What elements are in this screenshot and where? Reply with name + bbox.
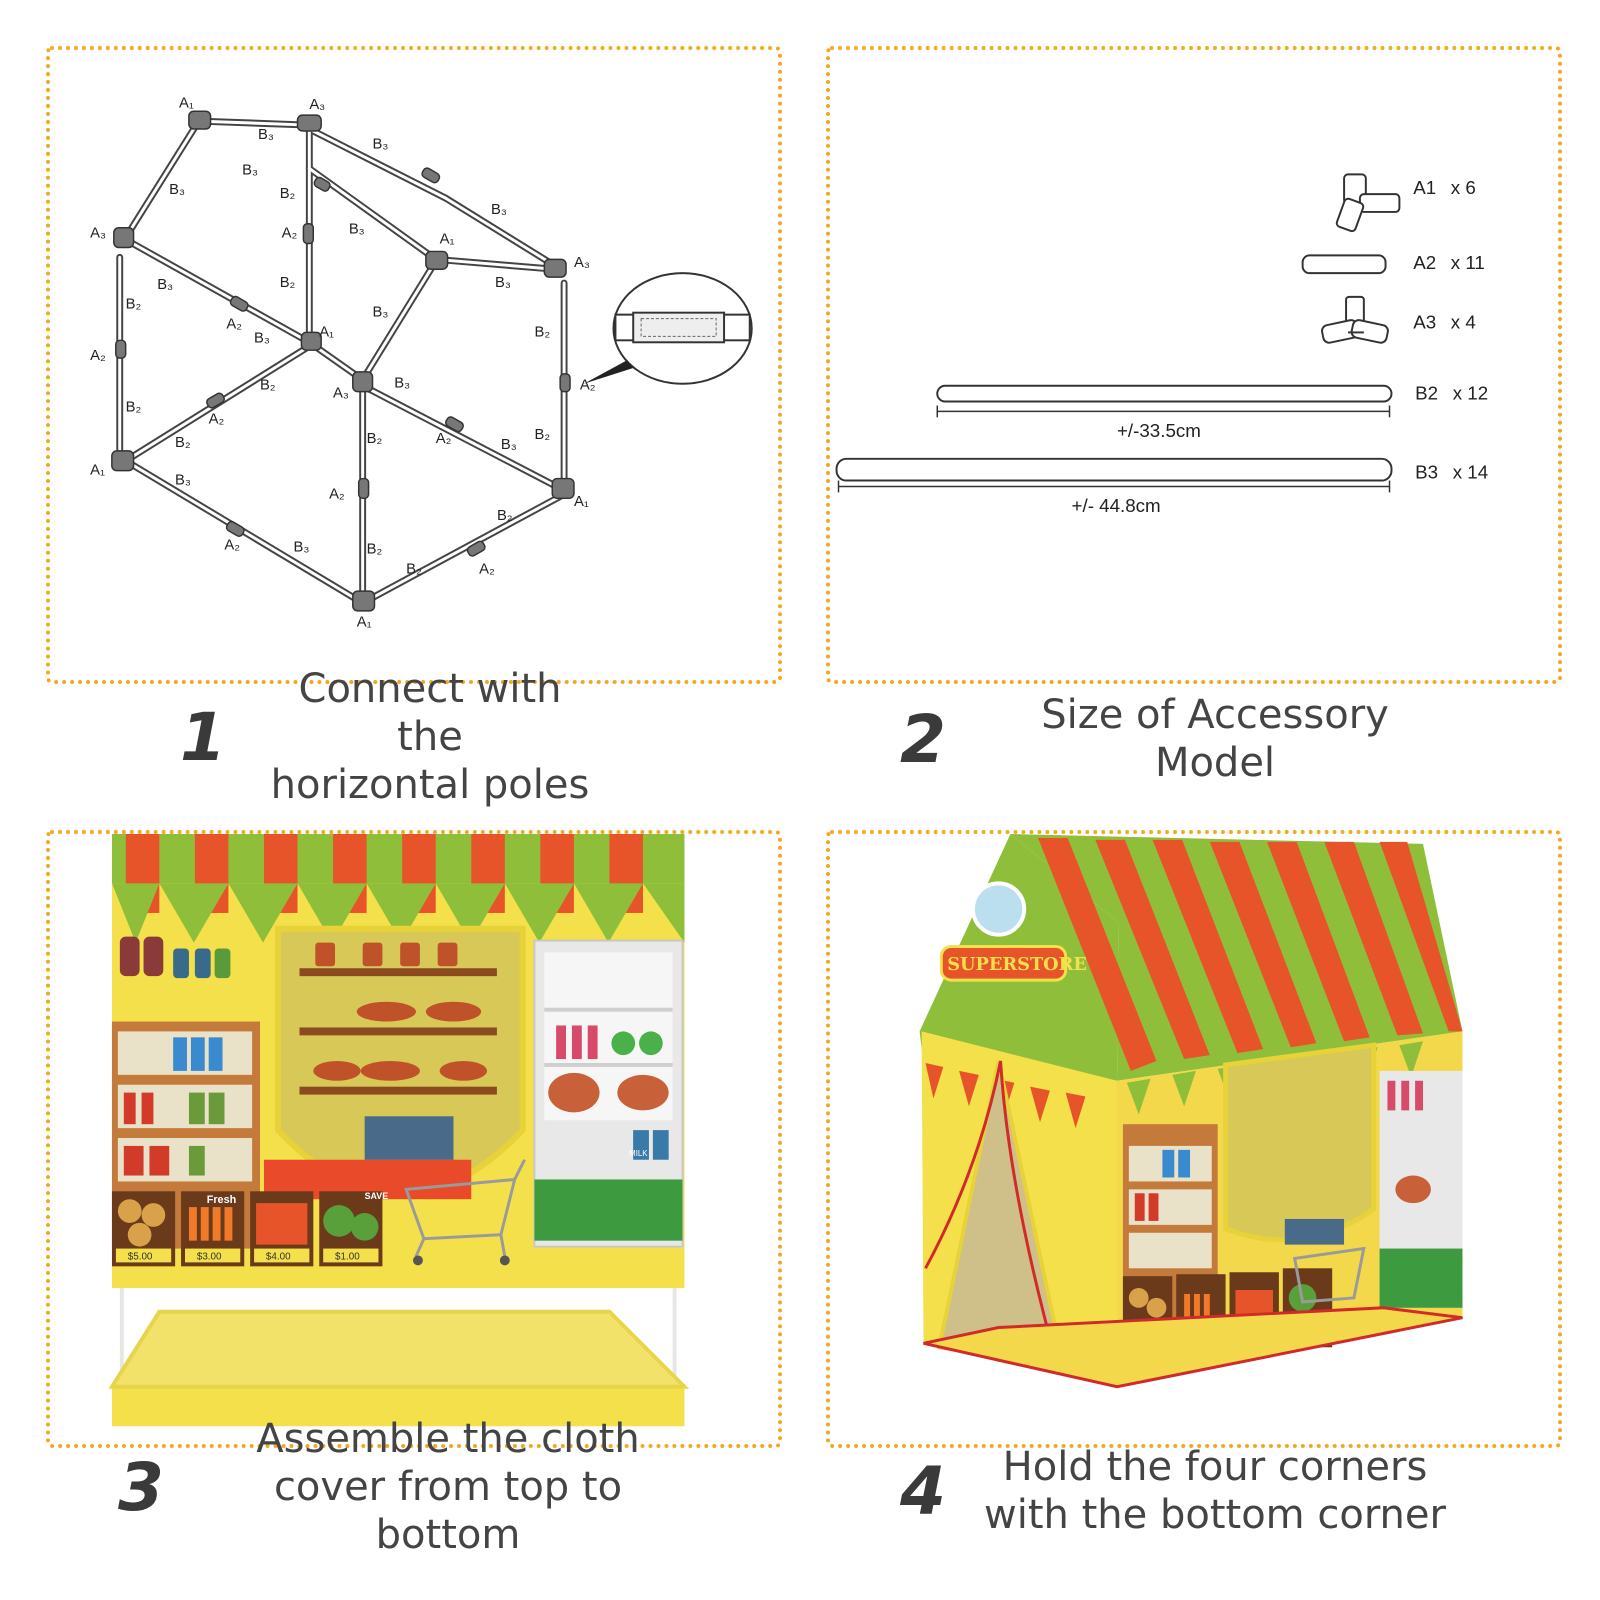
- price-tag-2: $3.00: [197, 1251, 222, 1262]
- svg-text:B₂: B₂: [497, 508, 513, 524]
- step-text: Hold the four corners with the bottom co…: [984, 1444, 1446, 1538]
- svg-text:A₁: A₁: [179, 95, 194, 111]
- svg-text:B₃: B₃: [175, 472, 191, 488]
- svg-text:B₂: B₂: [260, 378, 276, 394]
- side-cart-icon: [1292, 1246, 1366, 1304]
- save-tag: SAVE: [365, 1191, 389, 1201]
- step-4-caption: 4 Hold the four corners with the bottom …: [900, 1436, 1460, 1546]
- svg-text:A₂: A₂: [329, 486, 345, 502]
- price-tag-4: $1.00: [335, 1251, 360, 1262]
- svg-text:A₂: A₂: [479, 561, 495, 577]
- b3-length: +/- 44.8cm: [1072, 495, 1161, 516]
- part-qty-a3: x 4: [1451, 311, 1476, 332]
- b3-pole-icon: [835, 457, 1393, 482]
- svg-text:A₂: A₂: [224, 538, 240, 554]
- svg-text:B₃: B₃: [349, 222, 365, 238]
- step-number: 4: [900, 1452, 946, 1530]
- b2-length: +/-33.5cm: [1117, 420, 1201, 441]
- svg-text:B₃: B₃: [495, 275, 511, 291]
- part-code-a1: A1: [1413, 177, 1436, 198]
- svg-text:A₂: A₂: [436, 431, 452, 447]
- step-text: Size of Accessory Model: [1041, 692, 1389, 786]
- part-code-a2: A2: [1413, 252, 1436, 273]
- svg-text:A₃: A₃: [574, 255, 590, 271]
- step-number: 1: [180, 698, 226, 776]
- part-qty-b2: x 12: [1453, 383, 1488, 404]
- svg-text:A₂: A₂: [209, 411, 225, 427]
- svg-text:B₃: B₃: [258, 127, 274, 143]
- shopping-cart-icon: [404, 1159, 526, 1258]
- superstore-sign: SUPERSTORE: [947, 954, 1087, 975]
- svg-text:B₃: B₃: [373, 137, 389, 153]
- step-text: Assemble the cloth cover from top to bot…: [256, 1416, 640, 1558]
- round-window: [970, 881, 1027, 937]
- step-number: 2: [900, 700, 946, 778]
- svg-text:B₂: B₂: [534, 427, 550, 443]
- parts-list-panel: A1 x 6 A2 x 11 A3 x 4 B2 x 12 B3 x 14 +/…: [826, 46, 1562, 684]
- svg-text:B₂: B₂: [175, 435, 191, 451]
- part-code-a3: A3: [1413, 311, 1436, 332]
- svg-text:B₂: B₂: [126, 399, 142, 415]
- svg-text:B₂: B₂: [367, 431, 383, 447]
- step-1-caption: 1 Connect with the horizontal poles: [180, 666, 600, 808]
- b2-pole-icon: [936, 384, 1393, 403]
- milk-tag: MILK: [629, 1149, 648, 1158]
- svg-text:A₁: A₁: [440, 232, 455, 248]
- svg-text:B₂: B₂: [280, 275, 296, 291]
- svg-text:A₁: A₁: [319, 324, 334, 340]
- svg-text:B₂: B₂: [280, 186, 296, 202]
- svg-text:B₂: B₂: [406, 561, 422, 577]
- svg-text:A₃: A₃: [90, 226, 106, 242]
- svg-text:A₁: A₁: [90, 463, 105, 479]
- awning-stripes: [111, 834, 685, 943]
- step-2-caption: 2 Size of Accessory Model: [900, 692, 1460, 786]
- svg-text:B₂: B₂: [367, 542, 383, 558]
- svg-text:B₃: B₃: [254, 330, 270, 346]
- svg-text:A₂: A₂: [580, 378, 596, 394]
- a1-connector-icon: [1335, 173, 1401, 233]
- svg-text:A₁: A₁: [357, 615, 372, 631]
- side-window: [1223, 1042, 1377, 1243]
- cash-register: [364, 1116, 454, 1160]
- finished-tent-panel: SUPERSTORE: [826, 830, 1562, 1448]
- part-qty-a1: x 6: [1451, 177, 1476, 198]
- cloth-cover-panel: $5.00 $3.00 $4.00 $1.00 Fresh SAVE MILK: [46, 830, 782, 1448]
- svg-text:A₃: A₃: [333, 386, 349, 402]
- svg-text:A₂: A₂: [226, 316, 242, 332]
- svg-text:B₃: B₃: [294, 540, 310, 556]
- svg-text:B₂: B₂: [534, 324, 550, 340]
- svg-text:B₃: B₃: [169, 182, 185, 198]
- part-code-b3: B3: [1415, 462, 1438, 483]
- price-tag-3: $4.00: [266, 1251, 291, 1262]
- a3-connector-icon: [1321, 295, 1389, 344]
- a2-tube-icon: [1301, 254, 1387, 275]
- step-text: Connect with the horizontal poles: [270, 666, 590, 808]
- svg-text:B₃: B₃: [394, 376, 410, 392]
- right-fridge: [533, 939, 684, 1248]
- tent-front-illustration: $5.00 $3.00 $4.00 $1.00 Fresh SAVE MILK: [108, 834, 690, 1427]
- price-tag-1: $5.00: [128, 1251, 153, 1262]
- fresh-tag: Fresh: [207, 1194, 237, 1206]
- part-qty-b3: x 14: [1453, 462, 1488, 483]
- step-3-caption: 3 Assemble the cloth cover from top to b…: [118, 1416, 698, 1558]
- svg-text:B₃: B₃: [157, 277, 173, 293]
- step-number: 3: [118, 1448, 164, 1526]
- parts-diagram: A1 x 6 A2 x 11 A3 x 4 B2 x 12 B3 x 14 +/…: [835, 173, 1488, 516]
- tent-3d-illustration: SUPERSTORE: [919, 834, 1463, 1389]
- svg-text:B₃: B₃: [491, 202, 507, 218]
- part-qty-a2: x 11: [1451, 252, 1485, 273]
- svg-text:B₃: B₃: [373, 305, 389, 321]
- part-code-b2: B2: [1415, 383, 1438, 404]
- svg-text:B₃: B₃: [501, 437, 517, 453]
- svg-text:B₂: B₂: [126, 297, 142, 313]
- svg-text:A₃: A₃: [309, 97, 325, 113]
- produce-crates: [111, 1191, 383, 1267]
- svg-text:A₂: A₂: [90, 348, 106, 364]
- svg-text:A₂: A₂: [282, 226, 298, 242]
- svg-text:B₃: B₃: [242, 162, 258, 178]
- svg-text:A₁: A₁: [574, 494, 589, 510]
